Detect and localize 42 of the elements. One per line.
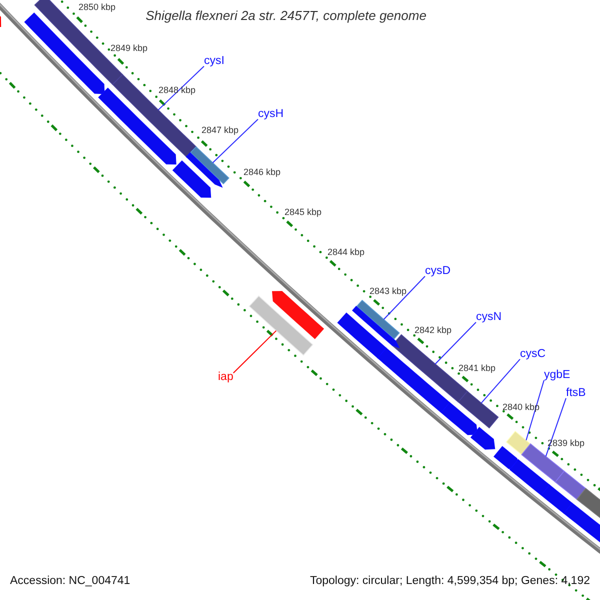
gene-label: cysI	[204, 55, 224, 68]
gene-label: cysD	[425, 265, 451, 278]
leader-line	[158, 66, 204, 110]
gene-bar	[356, 300, 400, 340]
gene-segment	[98, 88, 176, 165]
gene-segment	[24, 12, 105, 94]
tick-label: 2841 kbp	[458, 362, 496, 374]
gene-label: cysH	[258, 108, 284, 122]
tick-label: 2843 kbp	[369, 286, 407, 296]
gene-bar	[248, 295, 314, 356]
tick-label: 2845 kbp	[284, 206, 322, 218]
tick-label: 2846 kbp	[243, 166, 281, 178]
title: Shigella flexneri 2a str. 2457T, complete genome	[146, 9, 426, 24]
gene-segment	[440, 402, 478, 436]
gene-label: ygbE	[544, 369, 570, 382]
tick-label: 2849 kbp	[110, 42, 148, 54]
leader-line	[383, 276, 426, 320]
gene-segment	[186, 152, 223, 188]
gene-segment	[337, 312, 388, 358]
gene-segment	[172, 160, 212, 198]
leader-line	[545, 398, 566, 457]
gene-segment	[377, 348, 452, 413]
leader-line	[232, 330, 277, 374]
gene-segment	[509, 458, 552, 496]
tick-label: 2844 kbp	[327, 246, 365, 258]
gene-label: ftsB	[566, 387, 586, 400]
gene-label: cysC	[520, 348, 546, 362]
accession-text: Accession: NC_004741	[10, 575, 130, 588]
leader-line	[212, 118, 258, 164]
gene-label: iap	[218, 371, 234, 384]
tick-label: 2850 kbp	[78, 2, 116, 12]
gene-bar	[190, 146, 230, 184]
gene-segment	[352, 306, 400, 348]
gene-label: cysN	[476, 311, 502, 324]
genome-summary-text: Topology: circular; Length: 4,599,354 bp; Genes: 4,192	[310, 575, 590, 588]
tick-label: 2848 kbp	[158, 84, 196, 96]
gene-bar	[112, 74, 198, 158]
gene-bar	[458, 390, 499, 428]
tick-label: 2847 kbp	[201, 124, 239, 136]
gene-segment	[470, 426, 496, 450]
gene-segment	[272, 291, 324, 340]
tick-label: 2842 kbp	[414, 324, 452, 336]
